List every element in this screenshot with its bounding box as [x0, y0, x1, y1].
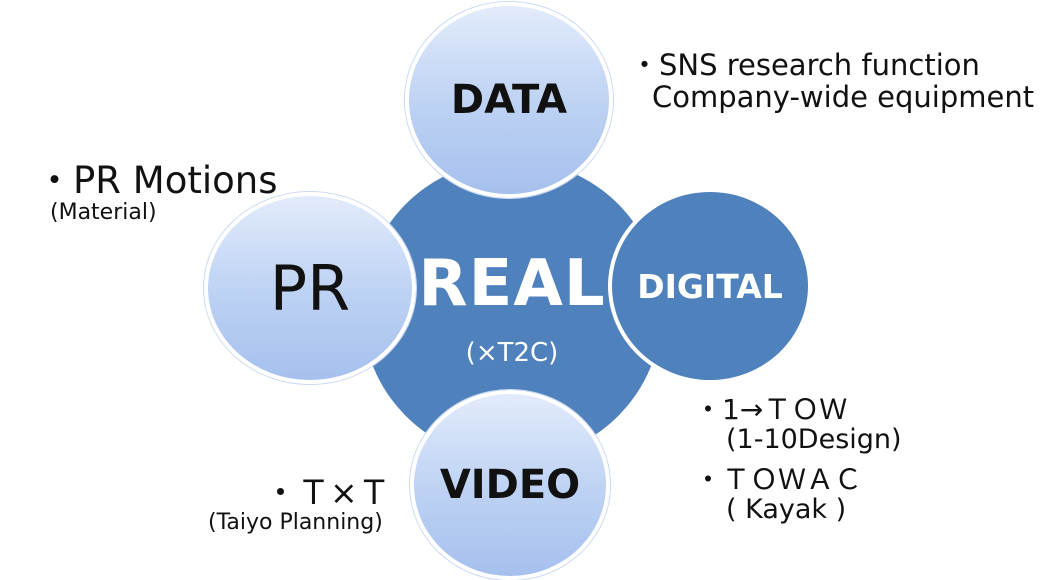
digital-note-line1: ・1→ＴＯＷ: [694, 393, 848, 426]
node-data-label: DATA: [450, 77, 568, 123]
center-subtitle: (×T2C): [465, 338, 559, 368]
center-title: REAL: [418, 247, 606, 321]
node-video-label: VIDEO: [439, 462, 581, 508]
pr-note-line1: ・PR Motions: [36, 159, 278, 202]
data-note-line2: Company-wide equipment: [652, 80, 1035, 114]
digital-note-line2: (1-10Design): [726, 424, 902, 455]
node-pr: PR: [204, 192, 416, 384]
node-pr-label: PR: [269, 251, 351, 325]
video-note-line1: ・Ｔ×Ｔ: [264, 473, 391, 512]
node-video: VIDEO: [410, 390, 610, 580]
data-note-line1: ・SNS research function: [630, 48, 980, 82]
digital-note-line4: ( Kayak ): [726, 494, 847, 525]
video-note-line2: (Taiyo Planning): [208, 510, 383, 535]
node-digital-label: DIGITAL: [637, 266, 783, 306]
node-data: DATA: [405, 2, 613, 198]
node-digital: DIGITAL: [608, 188, 812, 384]
digital-note-line3: ・ＴＯＷＡＣ: [694, 463, 863, 496]
pr-note-line2: (Material): [50, 200, 157, 225]
